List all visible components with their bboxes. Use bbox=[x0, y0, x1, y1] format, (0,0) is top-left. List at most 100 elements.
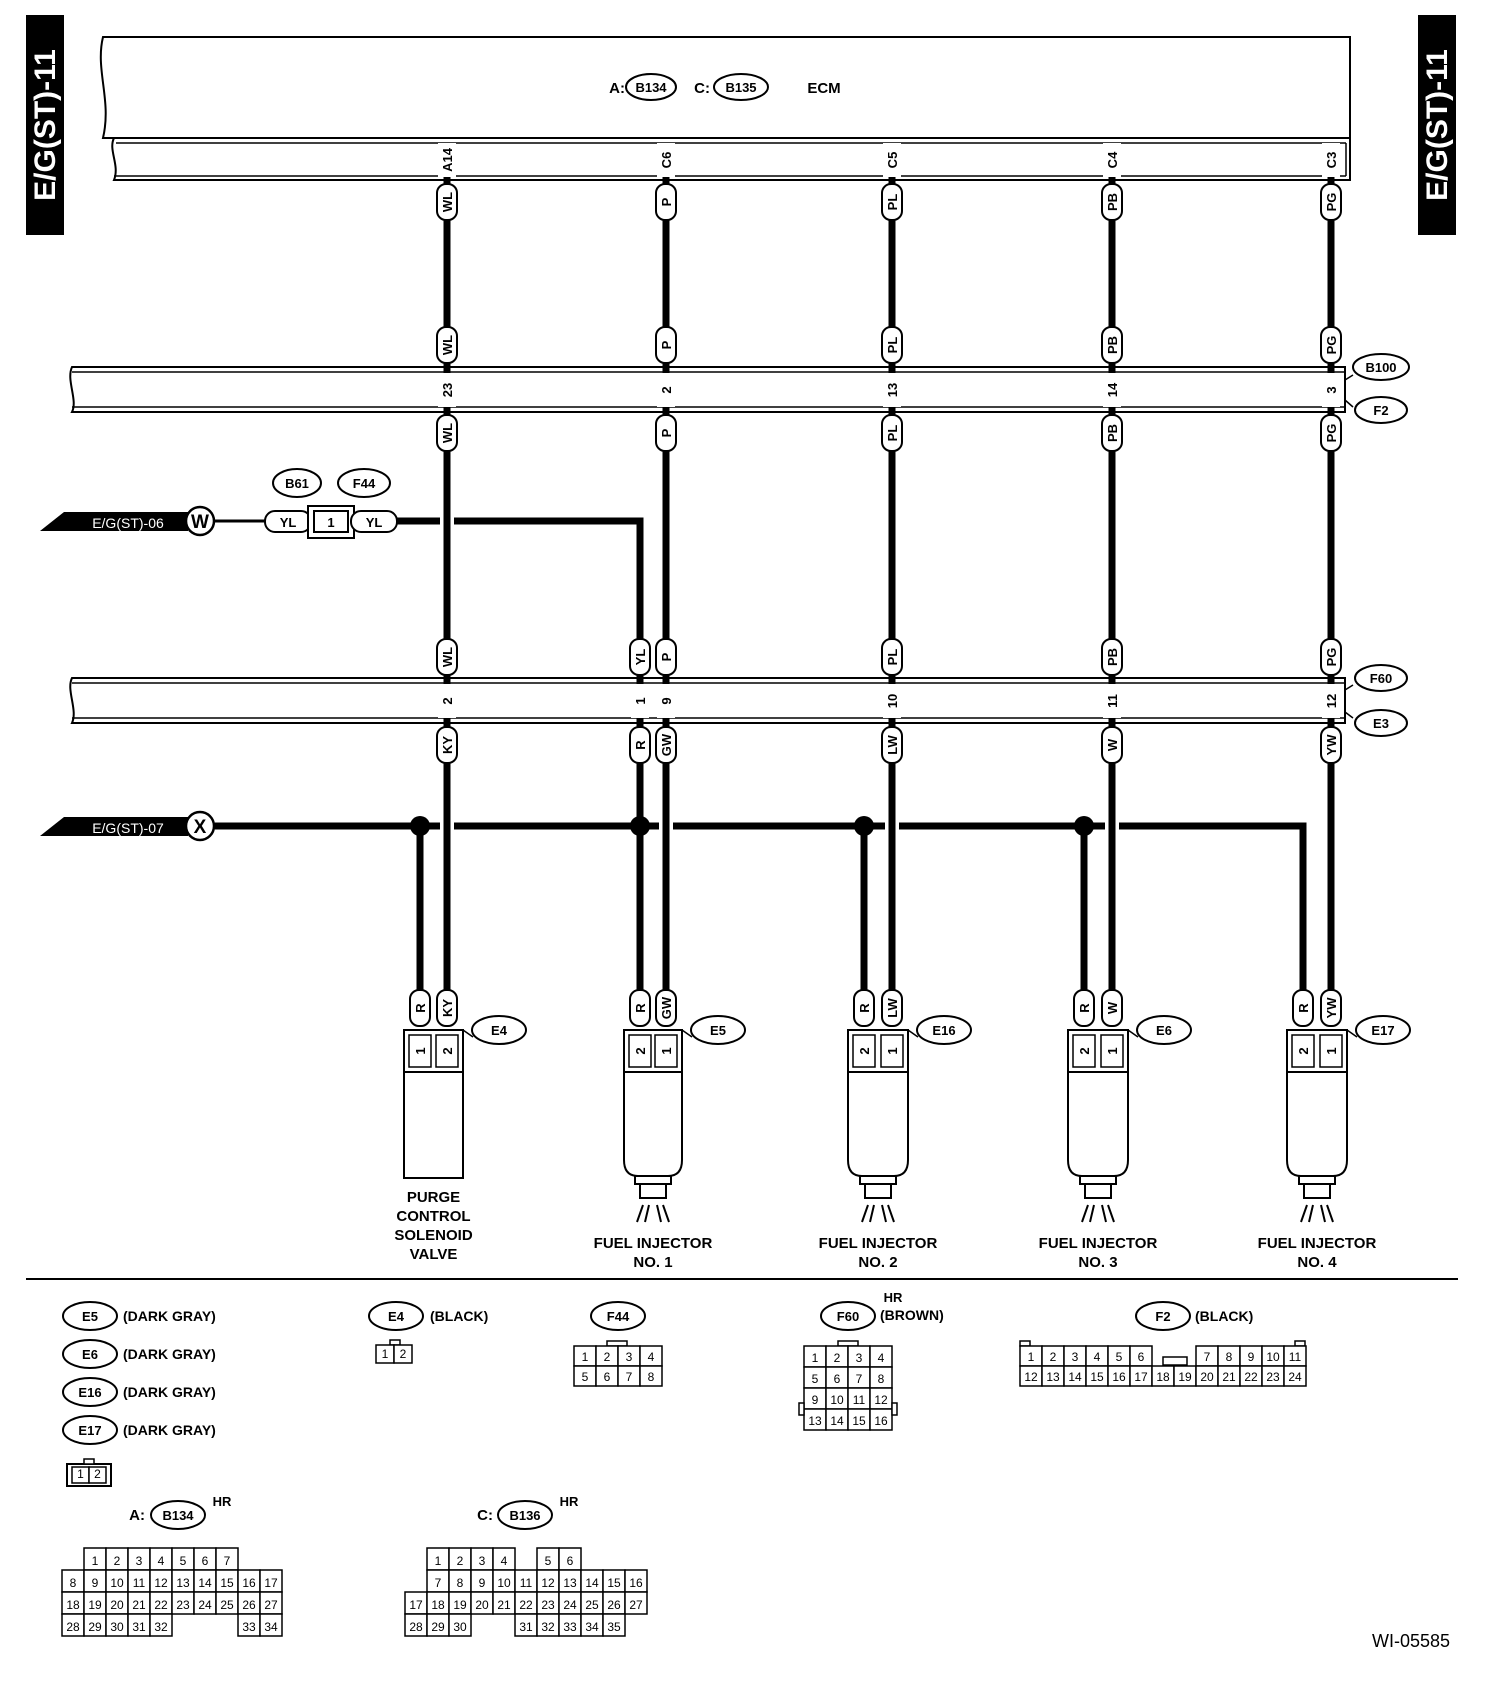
f60-wire-c4: PB bbox=[1105, 648, 1120, 666]
comp-e6-signal-pin: 1 bbox=[1105, 1047, 1120, 1054]
ecm-wire-c4: PB bbox=[1105, 193, 1120, 211]
pin-cell: 10 bbox=[110, 1576, 124, 1590]
pin-cell: 25 bbox=[585, 1598, 599, 1612]
ref-arrow-w-symbol: W bbox=[191, 512, 209, 533]
ecm-wire-c2-pill bbox=[655, 183, 677, 221]
side-tab-right[interactable]: E/G(ST)-11 bbox=[1418, 15, 1456, 235]
pin-cell: 26 bbox=[607, 1598, 621, 1612]
b100-pin-c5-box bbox=[1322, 373, 1340, 407]
legend-b136-superscript: HR bbox=[560, 1494, 579, 1509]
ecm-pin-c1-box bbox=[438, 143, 456, 177]
e3-wire-c2: GW bbox=[659, 733, 674, 756]
legend-dg-conn-1-oval[interactable] bbox=[62, 1339, 118, 1369]
pin-cell: 30 bbox=[110, 1620, 124, 1634]
f60-pin-c2-box bbox=[657, 684, 675, 718]
f60-pin-c1-box bbox=[438, 684, 456, 718]
pin-cell: 24 bbox=[563, 1598, 577, 1612]
legend-e4-conn-oval[interactable] bbox=[368, 1301, 424, 1331]
e3-tag-oval[interactable] bbox=[1354, 709, 1408, 737]
e3-wire-yl: R bbox=[633, 740, 648, 750]
legend-dg-conn-3-oval[interactable] bbox=[62, 1415, 118, 1445]
f2-tag: F2 bbox=[1373, 403, 1388, 418]
pin-cell: 21 bbox=[497, 1598, 511, 1612]
b61-f44-splice: YL 1 YL bbox=[215, 505, 440, 539]
b100-tag-oval[interactable] bbox=[1352, 353, 1410, 381]
pin-cell: 11 bbox=[1289, 1350, 1302, 1364]
f60-wire-c1-pill bbox=[436, 638, 458, 676]
legend-b136-conn-oval[interactable] bbox=[497, 1500, 553, 1530]
f44-tag-oval[interactable] bbox=[337, 468, 391, 498]
pin-cell: 31 bbox=[519, 1620, 533, 1634]
b61-tag-oval[interactable] bbox=[272, 468, 322, 498]
pin-cell: 30 bbox=[453, 1620, 467, 1634]
pin-cell: 9 bbox=[1248, 1350, 1255, 1364]
splice-left-wire: YL bbox=[280, 515, 297, 530]
side-tab-left[interactable]: E/G(ST)-11 bbox=[26, 15, 64, 235]
b100-pin-c3-box bbox=[883, 373, 901, 407]
legend-b134-conn: B134 bbox=[162, 1508, 194, 1523]
f60-tag: F60 bbox=[1370, 671, 1392, 686]
pin-cell: 31 bbox=[132, 1620, 146, 1634]
f60-tag-oval[interactable] bbox=[1354, 664, 1408, 692]
comp-e17-signal-wire-pill bbox=[1320, 989, 1342, 1027]
pin-cell: 7 bbox=[224, 1554, 231, 1568]
b100-wire-c3-pill bbox=[881, 326, 903, 364]
comp-e17-name-line: FUEL INJECTOR bbox=[1258, 1235, 1377, 1252]
legend-b134-conn-oval[interactable] bbox=[150, 1500, 206, 1530]
figure-id: WI-05585 bbox=[1372, 1631, 1450, 1651]
b61-tag: B61 bbox=[285, 476, 309, 491]
pin-cell: 6 bbox=[567, 1554, 574, 1568]
pin-cell: 35 bbox=[607, 1620, 621, 1634]
pin-cell: 22 bbox=[519, 1598, 533, 1612]
b100-pin-c4-box bbox=[1103, 373, 1121, 407]
splice-right-wire: YL bbox=[366, 515, 383, 530]
f2-tag-oval[interactable] bbox=[1354, 396, 1408, 424]
ecm-wire-c3-pill bbox=[881, 183, 903, 221]
ecm-conn-c-oval[interactable] bbox=[713, 73, 769, 101]
pin-cell: 10 bbox=[830, 1393, 844, 1407]
pin-cell: 1 bbox=[1028, 1350, 1035, 1364]
pin-cell: 23 bbox=[1266, 1370, 1280, 1384]
pin-cell: 9 bbox=[92, 1576, 99, 1590]
e3-wire-c1-pill bbox=[436, 726, 458, 764]
ecm-conn-c-prefix: C: bbox=[694, 80, 710, 97]
ecm-box bbox=[99, 36, 1351, 181]
comp-e17-ground-wire: R bbox=[1296, 1003, 1311, 1013]
pin-cell: 19 bbox=[88, 1598, 102, 1612]
ref-arrow-w[interactable]: E/G(ST)-06 W bbox=[40, 505, 216, 537]
f2-wire-c5-pill bbox=[1320, 414, 1342, 452]
ecm-wire-c5-pill bbox=[1320, 183, 1342, 221]
pin-cell: 4 bbox=[878, 1351, 885, 1365]
b100-wire-c4: PB bbox=[1105, 336, 1120, 354]
pin-cell: 8 bbox=[457, 1576, 464, 1590]
pin-cell: 6 bbox=[604, 1370, 611, 1384]
ecm-conn-a-oval[interactable] bbox=[625, 73, 677, 101]
legend-dg-color-2: (DARK GRAY) bbox=[123, 1384, 216, 1400]
pin-cell: 8 bbox=[70, 1576, 77, 1590]
pin-cell: 15 bbox=[220, 1576, 234, 1590]
legend-f60-conn-oval[interactable] bbox=[820, 1301, 876, 1331]
ref-arrow-x[interactable]: E/G(ST)-07 X bbox=[40, 810, 216, 842]
legend-dg-conn-2-oval[interactable] bbox=[62, 1377, 118, 1407]
f60-pin-c1: 2 bbox=[440, 697, 455, 704]
pin-cell: 2 bbox=[604, 1350, 611, 1364]
pin-cell: 8 bbox=[878, 1372, 885, 1386]
b100-wire-c4-pill bbox=[1101, 326, 1123, 364]
pin-cell: 17 bbox=[1134, 1370, 1148, 1384]
pin-cell: 2 bbox=[834, 1351, 841, 1365]
legend-f44-conn-oval[interactable] bbox=[590, 1301, 646, 1331]
pin-cell: 34 bbox=[585, 1620, 599, 1634]
pin-cell: 18 bbox=[431, 1598, 445, 1612]
f60-wire-c1: WL bbox=[440, 647, 455, 667]
legend-f2-conn-oval[interactable] bbox=[1135, 1301, 1191, 1331]
legend-f44-conn: F44 bbox=[607, 1309, 630, 1324]
pin-cell: 4 bbox=[501, 1554, 508, 1568]
legend-f60-color: (BROWN) bbox=[880, 1307, 944, 1323]
comp-e5-name-line: NO. 1 bbox=[633, 1254, 672, 1271]
legend-dg-conn-0-oval[interactable] bbox=[62, 1301, 118, 1331]
